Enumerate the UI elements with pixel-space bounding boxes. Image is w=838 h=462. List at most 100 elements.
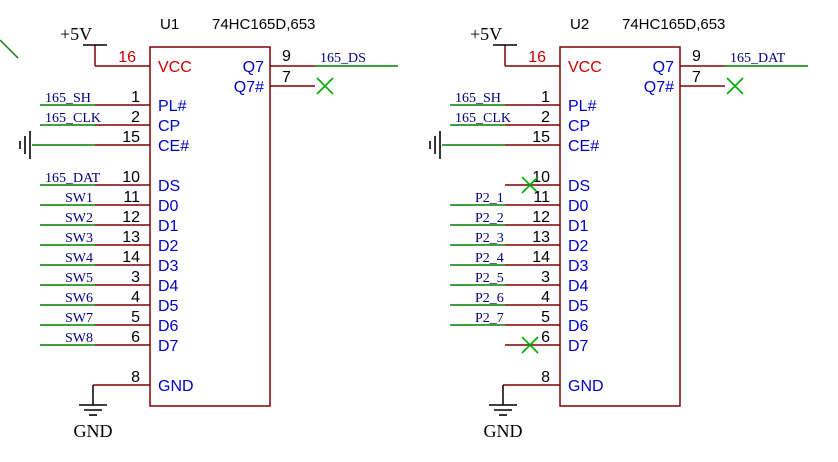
pin-d1-net-label: P2_2: [475, 211, 504, 226]
pin-cp-net-label: 165_CLK: [45, 111, 101, 126]
pin-d7-number: 6: [131, 329, 140, 346]
pin-cp-net-label: 165_CLK: [455, 111, 511, 126]
pin-d5-name: D5: [568, 298, 589, 315]
pin-d4-net-label: P2_5: [475, 271, 504, 286]
part-number: 74HC165D,653: [212, 16, 315, 33]
part-number: 74HC165D,653: [622, 16, 725, 33]
pin-q7-name: Q7: [653, 59, 674, 76]
offpage-wire: [0, 39, 19, 59]
pin-q7n-number: 7: [282, 69, 291, 86]
pin-d3-net-label: P2_4: [475, 251, 504, 266]
pin-d1-name: D1: [568, 218, 589, 235]
chip-body: [559, 46, 681, 407]
pin-d4-name: D4: [158, 278, 179, 295]
pin-d7-net-label: SW8: [65, 331, 93, 346]
pin-q7n-name: Q7#: [234, 79, 264, 96]
pin-pl-net-label: 165_SH: [455, 91, 501, 106]
pin-d0-number: 11: [123, 189, 140, 206]
pin-d0-net-label: SW1: [65, 191, 93, 206]
pin-d2-number: 13: [532, 229, 550, 246]
ce-ground-symbol: [429, 131, 441, 159]
pin-d2-name: D2: [568, 238, 589, 255]
pin-d6-number: 5: [131, 309, 140, 326]
pin-d1-number: 12: [122, 209, 140, 226]
pin-d7-name: D7: [568, 338, 589, 355]
pin-q7n-number: 7: [692, 69, 701, 86]
pin-ds-number: 10: [532, 169, 550, 186]
pin-d7-number: 6: [541, 329, 550, 346]
pin-d4-name: D4: [568, 278, 589, 295]
pin-d3-name: D3: [158, 258, 179, 275]
pin-cp-name: CP: [568, 118, 590, 135]
pin-number: 16: [118, 49, 136, 66]
pin-d6-net-label: P2_7: [475, 311, 504, 326]
pin-d5-net-label: P2_6: [475, 291, 504, 306]
vcc-power-label: +5V: [470, 24, 502, 44]
pin-cp-number: 2: [131, 109, 140, 126]
gnd-power-label: GND: [74, 421, 113, 441]
pin-d1-net-label: SW2: [65, 211, 93, 226]
pin-d0-name: D0: [158, 198, 179, 215]
pin-q7-name: Q7: [243, 59, 264, 76]
gnd-symbol: [79, 404, 107, 416]
pin-pl-number: 1: [131, 89, 140, 106]
pin-pl-name: PL#: [158, 98, 187, 115]
pin-gnd-number: 8: [541, 369, 550, 386]
pin-d3-number: 14: [532, 249, 550, 266]
pin-q7-net-label: 165_DAT: [730, 51, 786, 66]
pin-gnd-name: GND: [568, 378, 604, 395]
pin-ce-number: 15: [122, 129, 140, 146]
pin-ds-number: 10: [122, 169, 140, 186]
pin-ds-name: DS: [568, 178, 590, 195]
pin-name: VCC: [158, 59, 192, 76]
pin-q7-number: 9: [692, 48, 701, 65]
pin-d2-name: D2: [158, 238, 179, 255]
pin-q7n-no-connect: [726, 77, 744, 95]
pin-d6-number: 5: [541, 309, 550, 326]
pin-d3-net-label: SW4: [65, 251, 93, 266]
pin-d4-number: 3: [131, 269, 140, 286]
pin-d6-name: D6: [568, 318, 589, 335]
pin-d3-number: 14: [122, 249, 140, 266]
pin-d4-net-label: SW5: [65, 271, 93, 286]
gnd-symbol: [489, 404, 517, 416]
pin-ce-name: CE#: [158, 138, 189, 155]
pin-d2-net-label: SW3: [65, 231, 93, 246]
pin-ce-name: CE#: [568, 138, 599, 155]
pin-d7-name: D7: [158, 338, 179, 355]
pin-cp-name: CP: [158, 118, 180, 135]
pin-pl-net-label: 165_SH: [45, 91, 91, 106]
pin-d0-net-label: P2_1: [475, 191, 504, 206]
pin-d2-number: 13: [122, 229, 140, 246]
ref-designator: U1: [160, 16, 179, 33]
pin-d0-number: 11: [533, 189, 550, 206]
gnd-power-label: GND: [484, 421, 523, 441]
pin-ce-number: 15: [532, 129, 550, 146]
pin-d6-net-label: SW7: [65, 311, 93, 326]
pin-pl-name: PL#: [568, 98, 597, 115]
pin-d4-number: 3: [541, 269, 550, 286]
pin-number: 16: [528, 49, 546, 66]
pin-d5-name: D5: [158, 298, 179, 315]
pin-d7-no-connect: [521, 336, 539, 354]
pin-d6-name: D6: [158, 318, 179, 335]
pin-q7-number: 9: [282, 48, 291, 65]
pin-cp-number: 2: [541, 109, 550, 126]
pin-d5-number: 4: [541, 289, 550, 306]
ref-designator: U2: [570, 16, 589, 33]
pin-d1-number: 12: [532, 209, 550, 226]
pin-d5-net-label: SW6: [65, 291, 93, 306]
pin-d2-net-label: P2_3: [475, 231, 504, 246]
pin-ds-no-connect: [521, 176, 539, 194]
pin-q7-net-label: 165_DS: [320, 51, 366, 66]
chip-body: [149, 46, 271, 407]
pin-gnd-number: 8: [131, 369, 140, 386]
pin-d5-number: 4: [131, 289, 140, 306]
pin-d3-name: D3: [568, 258, 589, 275]
pin-ds-net-label: 165_DAT: [45, 171, 101, 186]
pin-q7n-name: Q7#: [644, 79, 674, 96]
pin-gnd-name: GND: [158, 378, 194, 395]
pin-name: VCC: [568, 59, 602, 76]
